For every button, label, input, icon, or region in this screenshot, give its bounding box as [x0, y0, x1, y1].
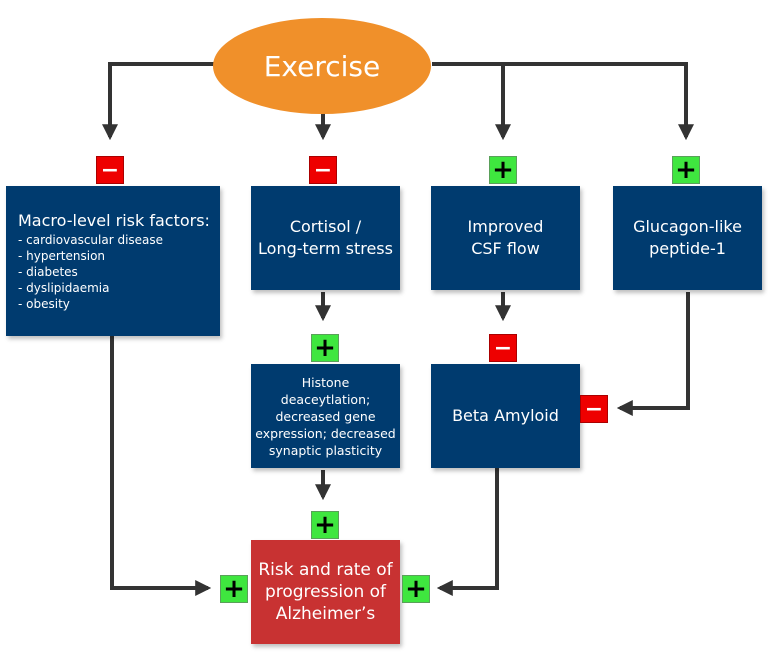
- plus-sign-risk-histone: +: [311, 510, 339, 540]
- cortisol-line: Long-term stress: [258, 239, 393, 258]
- histone-node: Histone deaceytlation; decreased gene ex…: [251, 364, 400, 468]
- minus-sign-cortisol: −: [309, 156, 337, 184]
- arrow-beta-to-risk: [436, 468, 499, 596]
- arrow-glp-to-beta: [616, 292, 690, 416]
- arrow-exercise-to-glp: [432, 62, 694, 141]
- macro-risk-factors-node: Macro-level risk factors: - cardiovascul…: [6, 186, 220, 336]
- macro-item: - hypertension: [18, 248, 106, 263]
- minus-sign-macro: −: [96, 156, 124, 184]
- csf-line: Improved: [467, 217, 544, 236]
- cortisol-line: Cortisol /: [289, 217, 362, 236]
- arrow-exercise-to-macro: [102, 62, 215, 141]
- exercise-label: Exercise: [263, 49, 381, 83]
- beta-label: Beta Amyloid: [452, 406, 559, 425]
- beta-amyloid-node: Beta Amyloid: [431, 364, 580, 468]
- plus-sign-risk-macro: +: [220, 574, 248, 604]
- glp-line: peptide-1: [649, 239, 726, 258]
- histone-line: expression; decreased: [255, 425, 396, 441]
- risk-line: Alzheimer’s: [275, 604, 376, 624]
- arrow-exercise-to-csf: [432, 62, 511, 141]
- plus-sign-risk-beta: +: [402, 574, 430, 604]
- risk-alzheimers-node: Risk and rate of progression of Alzheime…: [251, 540, 400, 644]
- csf-line: CSF flow: [471, 239, 540, 258]
- cortisol-node: Cortisol / Long-term stress: [251, 186, 400, 290]
- plus-sign-histone: +: [311, 333, 339, 363]
- histone-line: Histone: [301, 374, 350, 390]
- risk-line: progression of: [264, 582, 387, 602]
- minus-sign-beta-csf: −: [489, 334, 517, 362]
- histone-line: deaceytlation;: [280, 391, 371, 407]
- macro-item: - dyslipidaemia: [18, 280, 110, 295]
- minus-sign-beta-glp: −: [580, 395, 608, 423]
- histone-line: synaptic plasticity: [268, 442, 383, 458]
- glp-line: Glucagon-like: [633, 217, 742, 236]
- arrow-macro-to-risk: [110, 334, 212, 596]
- histone-line: decreased gene: [275, 408, 376, 424]
- exercise-node: Exercise: [213, 18, 431, 114]
- glp1-node: Glucagon-like peptide-1: [613, 186, 762, 290]
- csf-flow-node: Improved CSF flow: [431, 186, 580, 290]
- macro-title: Macro-level risk factors:: [18, 210, 210, 230]
- macro-item: - cardiovascular disease: [18, 232, 164, 247]
- macro-item: - diabetes: [18, 264, 78, 279]
- plus-sign-csf: +: [489, 155, 517, 185]
- plus-sign-glp: +: [672, 155, 700, 185]
- macro-item: - obesity: [18, 296, 70, 311]
- macro-list: - cardiovascular disease - hypertension …: [18, 232, 163, 312]
- risk-line: Risk and rate of: [258, 560, 393, 580]
